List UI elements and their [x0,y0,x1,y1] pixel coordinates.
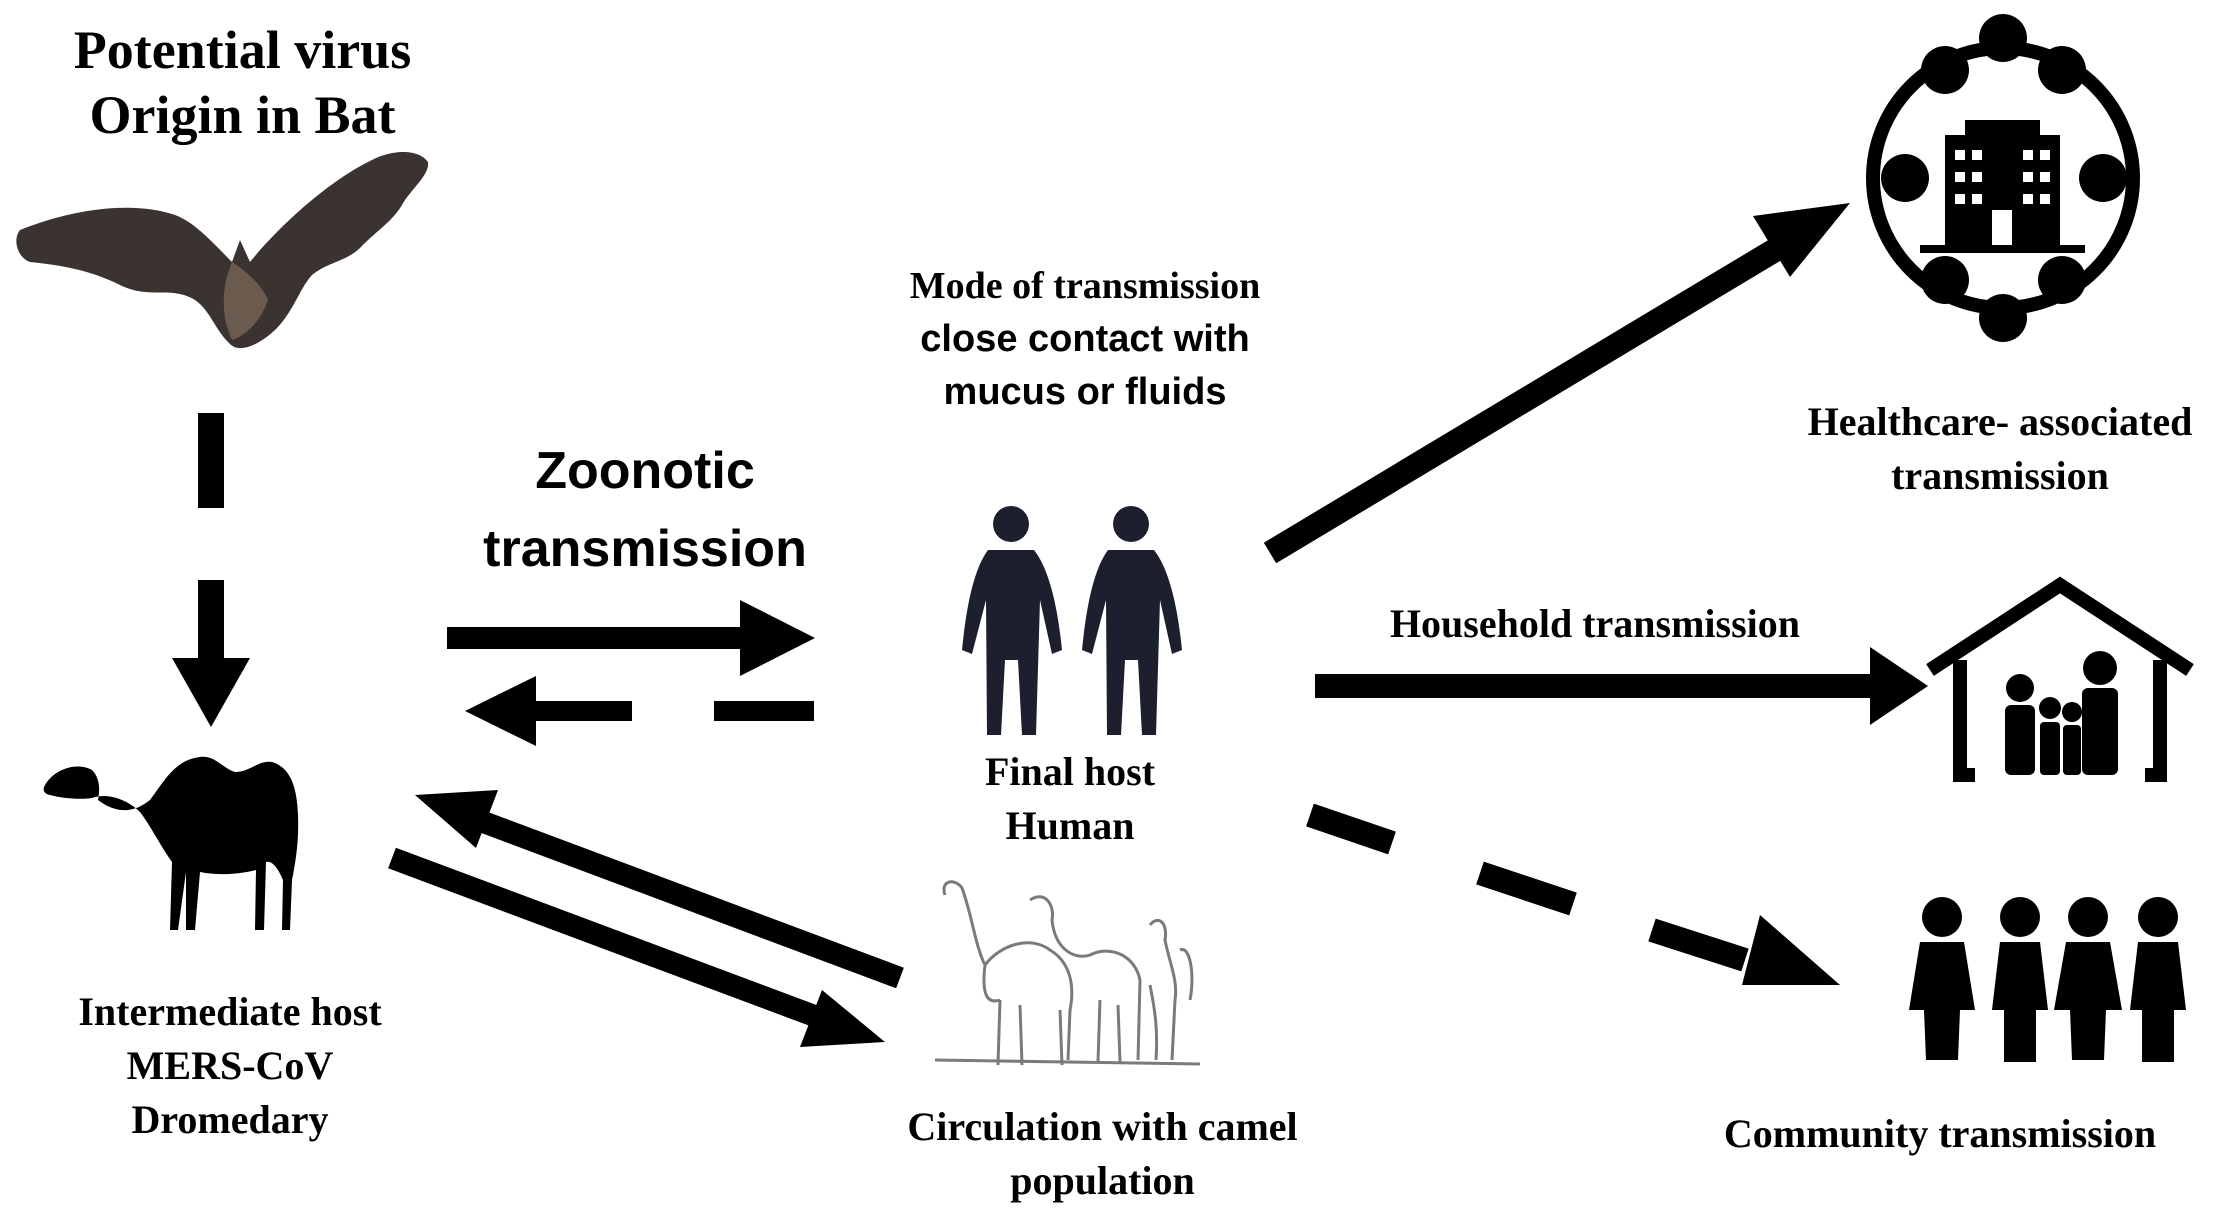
mode-of-transmission-label: Mode of transmission close contact with … [830,260,1340,420]
intermediate-line2: MERS-CoV [25,1039,435,1093]
hospital-icon [1873,14,2133,342]
community-label: Community transmission [1680,1110,2200,1158]
two-people-icon [962,506,1182,735]
household-label: Household transmission [1345,600,1845,648]
household-arrow [1315,647,1928,725]
camel-herd-icon [935,882,1200,1065]
circulation-label: Circulation with camel population [850,1100,1355,1208]
zoonotic-backward-arrow [465,676,814,746]
origin-label: Potential virus Origin in Bat [15,18,470,148]
bat-icon [16,152,428,348]
healthcare-arrow [1270,203,1850,553]
intermediate-line3: Dromedary [25,1093,435,1147]
final-host-label: Final host Human [930,745,1210,853]
camel-icon [44,757,299,930]
zoonotic-label-line2: transmission [445,510,845,588]
mode-label-line1: Mode of transmission [830,260,1340,313]
origin-label-line1: Potential virus [15,18,470,83]
circulation-line2: population [850,1154,1355,1208]
healthcare-label: Healthcare- associated transmission [1765,395,2235,503]
mode-label-line2: close contact with [830,313,1340,366]
family-house-icon [1930,585,2190,775]
zoonotic-transmission-label: Zoonotic transmission [445,432,845,588]
origin-label-line2: Origin in Bat [15,83,470,148]
bat-to-camel-arrow [172,413,250,727]
mode-label-line3: mucus or fluids [830,366,1340,419]
healthcare-line1: Healthcare- associated [1765,395,2235,449]
intermediate-line1: Intermediate host [25,985,435,1039]
zoonotic-label-line1: Zoonotic [445,432,845,510]
group-of-people-icon [1909,897,2186,1062]
community-arrow [1310,815,1840,985]
healthcare-line2: transmission [1765,449,2235,503]
intermediate-host-label: Intermediate host MERS-CoV Dromedary [25,985,435,1147]
final-host-line2: Human [930,799,1210,853]
circulation-line1: Circulation with camel [850,1100,1355,1154]
zoonotic-forward-arrow [447,600,815,676]
final-host-line1: Final host [930,745,1210,799]
